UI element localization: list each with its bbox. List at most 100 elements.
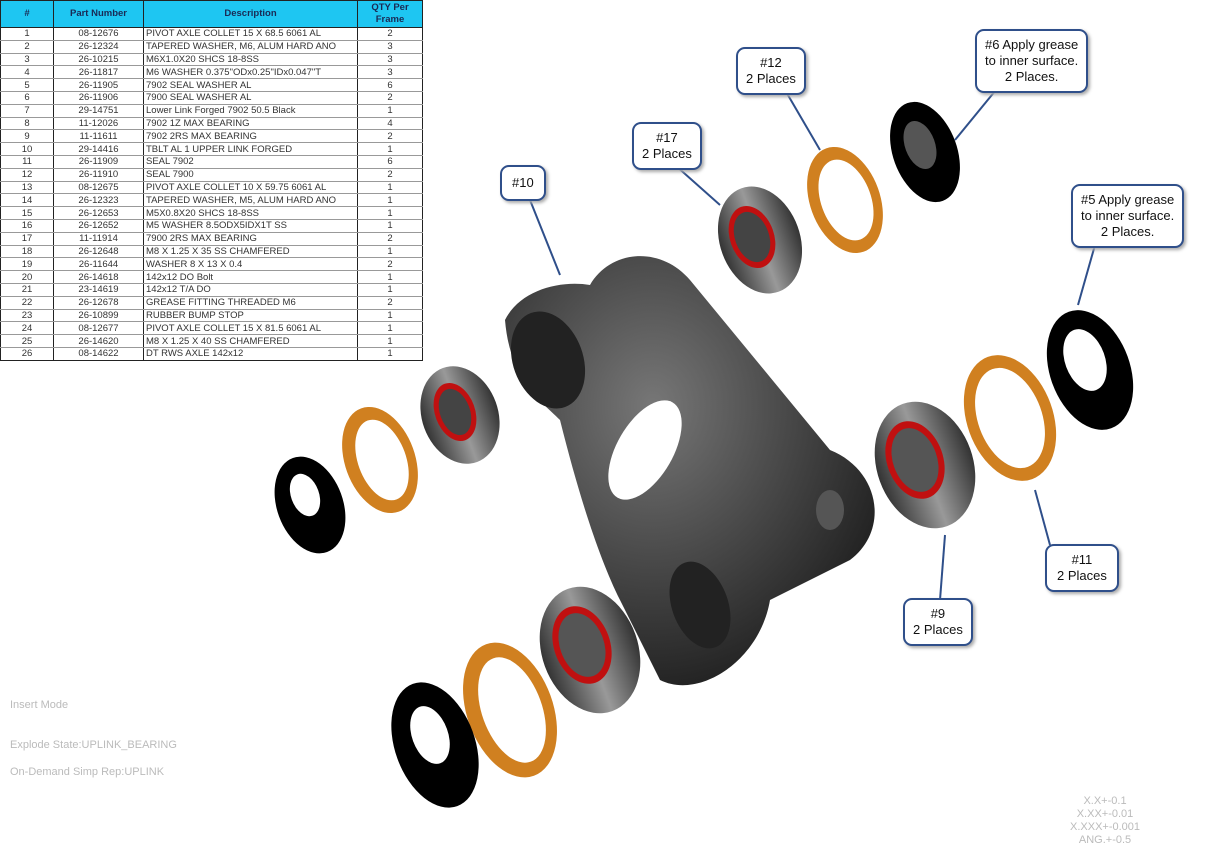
cell-part-number: 08-14622 — [53, 347, 144, 361]
cell-qty: 3 — [357, 53, 423, 67]
cell-index: 19 — [0, 257, 54, 272]
cell-qty: 1 — [357, 206, 423, 220]
tolerance-block: X.X+-0.1 X.XX+-0.01 X.XXX+-0.001 ANG.+-0… — [1070, 795, 1140, 847]
cell-index: 13 — [0, 181, 54, 195]
callout-text: #11 — [1071, 552, 1093, 567]
cell-qty: 1 — [357, 219, 423, 233]
cell-description: M8 X 1.25 X 35 SS CHAMFERED — [143, 245, 358, 259]
cell-qty: 4 — [357, 117, 423, 131]
cell-part-number: 26-12653 — [53, 206, 144, 220]
cell-part-number: 26-11909 — [53, 155, 144, 169]
callout-text: #5 Apply grease — [1081, 192, 1175, 207]
cell-part-number: 26-11644 — [53, 257, 144, 272]
cell-index: 6 — [0, 91, 54, 105]
tolerance-1: X.X+-0.1 — [1083, 795, 1127, 807]
cell-description: RUBBER BUMP STOP — [143, 309, 358, 323]
cell-description: 7902 1Z MAX BEARING — [143, 117, 358, 131]
explode-state-label: Explode State:UPLINK_BEARING — [10, 739, 177, 751]
cell-part-number: 26-11906 — [53, 91, 144, 105]
callout-text: 2 Places. — [1004, 69, 1059, 84]
cell-qty: 2 — [357, 91, 423, 105]
cell-index: 25 — [0, 334, 54, 348]
cell-part-number: 26-11905 — [53, 78, 144, 92]
cell-index: 10 — [0, 142, 54, 156]
insert-mode-label: Insert Mode — [10, 699, 69, 711]
cell-qty: 1 — [357, 334, 423, 348]
cell-qty: 1 — [357, 270, 423, 284]
col-header-description: Description — [143, 0, 358, 28]
cell-description: TBLT AL 1 UPPER LINK FORGED — [143, 142, 358, 156]
callout-text: #6 Apply grease — [985, 37, 1079, 52]
cell-part-number: 26-12652 — [53, 219, 144, 233]
cell-part-number: 11-11611 — [53, 129, 144, 144]
cell-description: PIVOT AXLE COLLET 10 X 59.75 6061 AL — [143, 181, 358, 195]
cell-index: 5 — [0, 78, 54, 92]
cell-index: 23 — [0, 309, 54, 323]
cell-part-number: 29-14751 — [53, 104, 144, 118]
cell-description: M6X1.0X20 SHCS 18-8SS — [143, 53, 358, 67]
cell-index: 16 — [0, 219, 54, 233]
cell-index: 17 — [0, 232, 54, 246]
callout-text: to inner surface. — [1081, 208, 1175, 223]
cell-qty: 1 — [357, 193, 423, 208]
callout-text: #17 — [656, 130, 678, 145]
bill-of-materials-table: # Part Number Description QTY Per Frame … — [0, 0, 423, 361]
cell-index: 15 — [0, 206, 54, 220]
cell-index: 11 — [0, 155, 54, 169]
cell-description: PIVOT AXLE COLLET 15 X 68.5 6061 AL — [143, 27, 358, 41]
cell-index: 12 — [0, 168, 54, 182]
cell-part-number: 08-12676 — [53, 27, 144, 41]
cell-description: SEAL 7900 — [143, 168, 358, 182]
cell-index: 8 — [0, 117, 54, 131]
cell-description: WASHER 8 X 13 X 0.4 — [143, 257, 358, 272]
cell-index: 18 — [0, 245, 54, 259]
cell-index: 3 — [0, 53, 54, 67]
cell-description: 7902 2RS MAX BEARING — [143, 129, 358, 144]
cell-part-number: 26-14620 — [53, 334, 144, 348]
cell-part-number: 08-12677 — [53, 321, 144, 336]
cell-index: 7 — [0, 104, 54, 118]
cell-qty: 2 — [357, 129, 423, 144]
cell-qty: 3 — [357, 65, 423, 80]
cell-part-number: 26-11817 — [53, 65, 144, 80]
tolerance-4: ANG.+-0.5 — [1078, 834, 1132, 846]
col-header-index: # — [0, 0, 54, 28]
cell-index: 24 — [0, 321, 54, 336]
cell-index: 21 — [0, 283, 54, 297]
cell-part-number: 26-14618 — [53, 270, 144, 284]
cell-description: TAPERED WASHER, M5, ALUM HARD ANO — [143, 193, 358, 208]
cell-description: GREASE FITTING THREADED M6 — [143, 296, 358, 310]
cell-qty: 3 — [357, 40, 423, 54]
cell-part-number: 26-10215 — [53, 53, 144, 67]
callout-text: #12 — [760, 55, 782, 70]
cell-index: 4 — [0, 65, 54, 80]
cell-description: SEAL 7902 — [143, 155, 358, 169]
callout-text: 2 Places — [642, 146, 692, 161]
callout-text: #9 — [930, 606, 946, 621]
cell-qty: 6 — [357, 155, 423, 169]
bom-header-row: # Part Number Description QTY Per Frame — [0, 0, 423, 28]
cell-index: 22 — [0, 296, 54, 310]
